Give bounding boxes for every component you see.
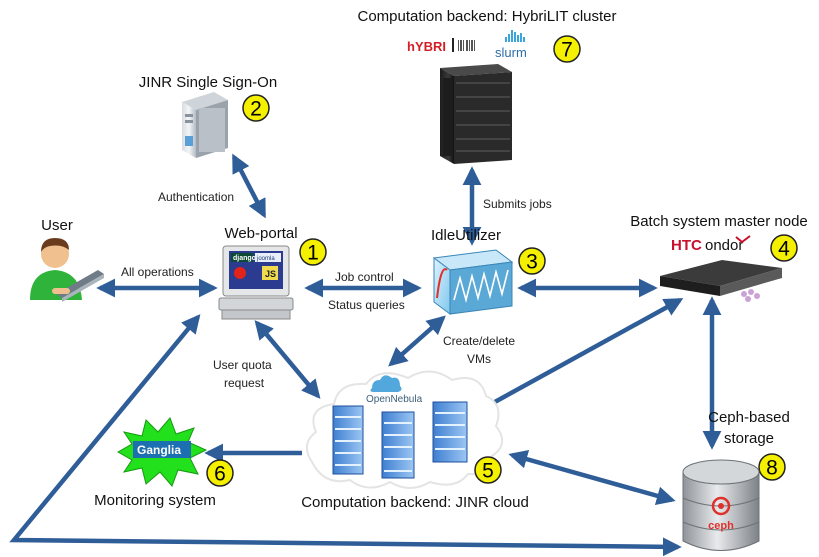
edge-labels: Authentication All operations Job contro…: [121, 190, 552, 390]
badge-5-number: 5: [482, 460, 494, 483]
utilizer-app-icon: [432, 249, 514, 315]
ceph-logo-text: ceph: [708, 520, 734, 532]
hybrilit-logo-text: hYBRI: [407, 39, 446, 54]
badge-1: 1: [299, 238, 327, 266]
utilizer-node: IdleUtilizer 3: [431, 227, 546, 315]
htcondor-logo: HTC ondor: [671, 235, 751, 254]
label-create-delete: Create/delete: [443, 334, 515, 348]
htcondor-logo-htc: HTC: [671, 237, 702, 254]
cloud-title: Computation backend: JINR cloud: [301, 494, 529, 511]
label-user-quota: User quota: [213, 358, 272, 372]
js-logo-text: JS: [265, 269, 276, 279]
joomla-logo-text: joomla: [256, 256, 275, 262]
label-request: request: [224, 376, 265, 390]
batch-node: Batch system master node HTC ondor 4: [630, 213, 808, 302]
edge-portal-ceph: [9, 314, 682, 557]
user-node: User: [30, 217, 104, 302]
badge-3-number: 3: [526, 251, 538, 274]
edge-cloud-ceph: [508, 449, 676, 506]
label-status-queries: Status queries: [328, 298, 405, 312]
badge-2: 2: [242, 94, 270, 122]
badge-1-number: 1: [307, 242, 319, 265]
cloud-node: OpenNebula 5 Computation backend: JINR c…: [301, 370, 529, 511]
ceph-title-line2: storage: [724, 430, 774, 447]
vm-rack-icon-3: [432, 401, 468, 463]
ceph-storage-icon: ceph: [682, 459, 760, 551]
badge-4: 4: [770, 234, 798, 262]
edge-utilizer-cloud: [388, 315, 446, 367]
hybrilit-title: Computation backend: HybriLIT cluster: [357, 8, 616, 25]
badge-6: 6: [206, 459, 234, 487]
portal-node: Web-portal 1 django joomla JS: [218, 225, 327, 320]
user-avatar-icon: [30, 238, 104, 302]
ganglia-logo-text: Ganglia: [137, 443, 181, 457]
badge-8: 8: [758, 453, 786, 481]
sso-node: JINR Single Sign-On 2: [139, 74, 277, 158]
badge-6-number: 6: [214, 463, 226, 486]
monitoring-node: Ganglia 6 Monitoring system: [94, 417, 234, 509]
slurm-logo-text: slurm: [495, 45, 527, 60]
label-authentication: Authentication: [158, 190, 234, 204]
slurm-logo: slurm: [495, 30, 527, 60]
computer-icon: django joomla JS: [218, 245, 294, 320]
server-tower-icon: [182, 92, 228, 158]
hybrilit-logo: hYBRI: [407, 38, 475, 54]
batch-title: Batch system master node: [630, 213, 808, 230]
django-logo-text: django: [233, 255, 256, 262]
edges: [9, 153, 722, 557]
rack-unit-icon: [660, 260, 782, 302]
hybrilit-node: Computation backend: HybriLIT cluster hY…: [357, 8, 617, 164]
ceph-title-line1: Ceph-based: [708, 409, 790, 426]
opennebula-logo-text: OpenNebula: [366, 394, 423, 405]
label-job-control: Job control: [335, 270, 394, 284]
edge-sso-portal: [232, 153, 266, 219]
badge-5: 5: [474, 456, 502, 484]
ganglia-logo: Ganglia: [116, 417, 208, 487]
htcondor-logo-ondor: ondor: [705, 237, 743, 254]
vm-rack-icon-2: [381, 411, 415, 479]
label-submits-jobs: Submits jobs: [483, 197, 552, 211]
sso-title: JINR Single Sign-On: [139, 74, 277, 91]
badge-7-number: 7: [561, 39, 573, 62]
ceph-node: Ceph-based storage 8 ceph: [682, 409, 790, 551]
badge-2-number: 2: [250, 98, 262, 121]
opennebula-logo: OpenNebula: [366, 375, 423, 405]
label-vms: VMs: [467, 352, 491, 366]
edge-cloud-batch: [491, 298, 684, 405]
label-all-operations: All operations: [121, 265, 194, 279]
user-title: User: [41, 217, 73, 234]
portal-title: Web-portal: [224, 225, 297, 242]
badge-7: 7: [553, 35, 581, 63]
badge-4-number: 4: [778, 238, 790, 261]
badge-8-number: 8: [766, 457, 778, 480]
utilizer-title: IdleUtilizer: [431, 227, 501, 244]
vm-rack-icon-1: [332, 405, 364, 475]
badge-3: 3: [518, 247, 546, 275]
monitoring-title: Monitoring system: [94, 492, 216, 509]
rack-server-icon: [440, 64, 512, 164]
